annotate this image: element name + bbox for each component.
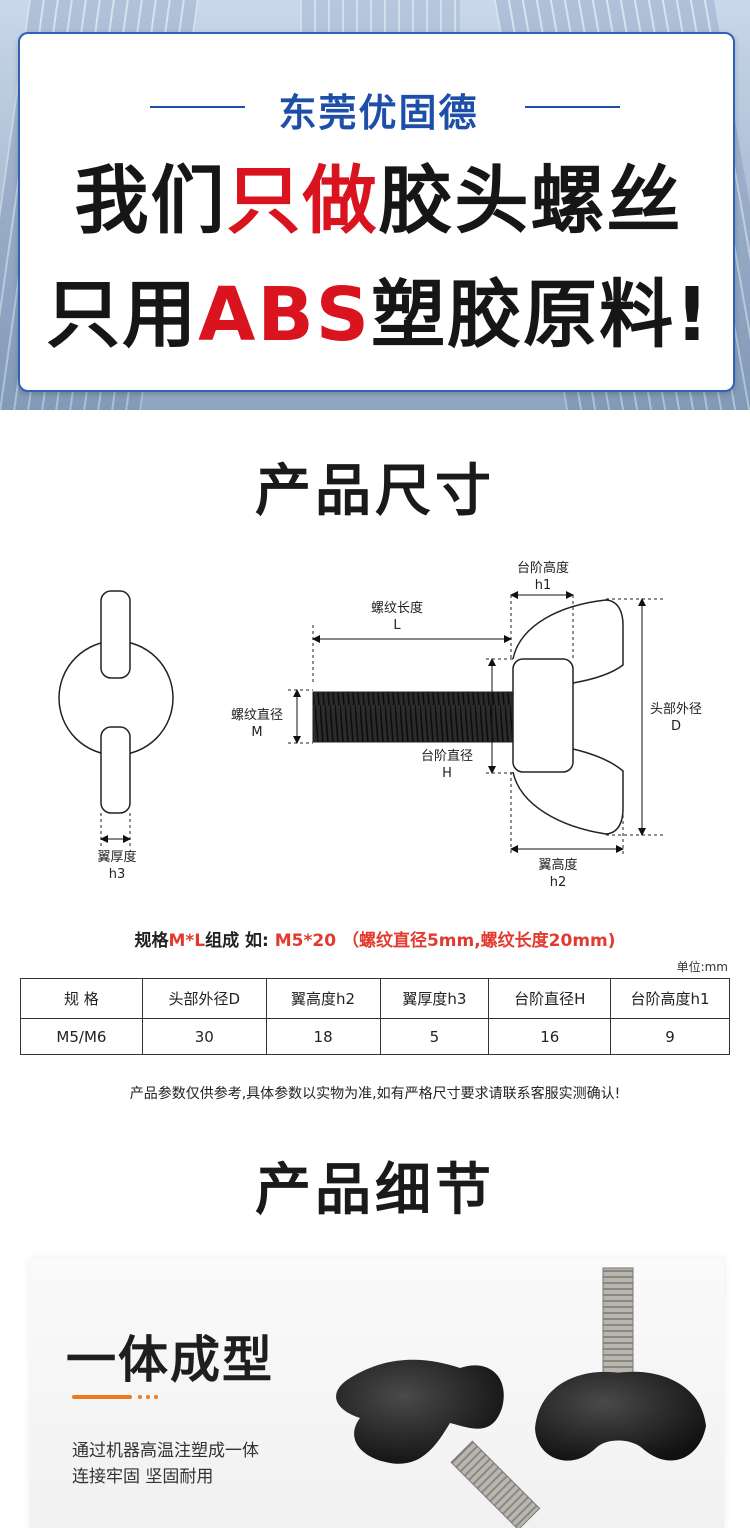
- spec-header-4: 台阶直径H: [488, 978, 612, 1019]
- headline-1-part-c: 胶头螺丝: [378, 158, 683, 244]
- spec-header-0: 规 格: [20, 978, 143, 1019]
- spec-cell-5: 9: [610, 1018, 730, 1055]
- front-view: [58, 590, 174, 847]
- product-photo: [336, 1267, 706, 1528]
- dimension-drawing: [58, 590, 666, 855]
- spec-part-3: 组成 如:: [205, 931, 275, 951]
- detail-section-title: 产品细节: [255, 1158, 495, 1223]
- spec-cell-2: 18: [265, 1018, 381, 1055]
- parameter-note: 产品参数仅供参考,具体参数以实物为准,如有严格尺寸要求请联系客服实测确认!: [129, 1086, 621, 1102]
- headline-2-part-a: 只用: [46, 272, 199, 358]
- brand-name: 东莞优固德: [278, 91, 479, 135]
- spec-cell-4: 16: [488, 1018, 612, 1055]
- label-h2: 翼高度 h2: [525, 857, 591, 891]
- accent-bar: [72, 1395, 132, 1399]
- spec-part-1: 规格: [134, 931, 169, 951]
- label-H-name: 台阶直径: [420, 749, 473, 764]
- label-D-symbol: D: [670, 719, 681, 734]
- hero-banner: 东莞优固德 我们只做胶头螺丝 只用ABS塑胶原料!: [0, 0, 750, 410]
- spec-table: 规 格 头部外径D 翼高度h2 翼厚度h3 台阶直径H 台阶高度h1 M5/M6…: [20, 978, 730, 1055]
- label-h3: 翼厚度 h3: [84, 849, 150, 883]
- label-L: 螺纹长度 L: [362, 600, 432, 634]
- label-h1-name: 台阶高度: [516, 561, 569, 576]
- label-M-symbol: M: [251, 725, 263, 740]
- spec-header-3: 翼厚度h3: [379, 978, 490, 1019]
- headline-1-part-a: 我们: [74, 158, 227, 244]
- accent-dot-2: [146, 1395, 150, 1399]
- unit-label: 单位:mm: [676, 960, 728, 974]
- label-h2-symbol: h2: [549, 875, 567, 890]
- label-h1: 台阶高度 h1: [512, 560, 574, 594]
- brand-divider-left: [150, 106, 245, 108]
- label-M-name: 螺纹直径: [230, 708, 283, 723]
- label-H: 台阶直径 H: [414, 748, 480, 782]
- label-L-symbol: L: [393, 618, 401, 633]
- headline-1-highlight: 只做: [226, 158, 379, 244]
- spec-cell-3: 5: [379, 1018, 490, 1055]
- spec-cell-0: M5/M6: [20, 1018, 143, 1055]
- label-L-name: 螺纹长度: [370, 601, 423, 616]
- detail-desc-line-1: 通过机器高温注塑成一体: [72, 1441, 259, 1461]
- accent-dot-1: [138, 1395, 142, 1399]
- label-D-name: 头部外径: [649, 702, 702, 717]
- brand-row: 东莞优固德: [20, 82, 737, 135]
- headline-line-1: 我们只做胶头螺丝: [20, 156, 737, 246]
- label-h3-symbol: h3: [108, 867, 126, 882]
- detail-card: 一体成型 通过机器高温注塑成一体 连接牢固 坚固耐用: [30, 1258, 724, 1528]
- screw-standing: [535, 1267, 706, 1461]
- dimension-diagram: 台阶高度 h1 螺纹长度 L 头部外径 D 螺纹直径 M 台阶直径 H 翼高度 h2 翼厚度…: [0, 555, 750, 895]
- label-D: 头部外径 D: [643, 701, 709, 735]
- spec-part-2: M*L: [168, 931, 206, 951]
- brand-divider-right: [525, 106, 620, 108]
- table-row: M5/M6 30 18 5 16 9: [20, 1018, 730, 1055]
- label-h3-name: 翼厚度: [97, 850, 137, 865]
- side-view: [288, 591, 666, 855]
- label-M: 螺纹直径 M: [224, 707, 290, 741]
- spec-table-header-row: 规 格 头部外径D 翼高度h2 翼厚度h3 台阶直径H 台阶高度h1: [20, 978, 730, 1019]
- label-h2-name: 翼高度: [538, 858, 578, 873]
- label-H-symbol: H: [442, 766, 452, 781]
- detail-desc-line-2: 连接牢固 坚固耐用: [72, 1467, 214, 1487]
- headline-2-part-c: 塑胶原料!: [371, 272, 711, 358]
- size-section-title: 产品尺寸: [255, 459, 495, 524]
- screw-lying: [336, 1359, 541, 1528]
- accent-dot-3: [154, 1395, 158, 1399]
- spec-format-line: 规格M*L组成 如: M5*20 （螺纹直径5mm,螺纹长度20mm): [0, 926, 750, 951]
- spec-header-5: 台阶高度h1: [610, 978, 730, 1019]
- spec-header-1: 头部外径D: [141, 978, 267, 1019]
- spec-part-4: M5*20 （螺纹直径5mm,螺纹长度20mm): [274, 931, 616, 951]
- headline-line-2: 只用ABS塑胶原料!: [20, 270, 737, 360]
- headline-2-highlight: ABS: [198, 272, 372, 358]
- label-h1-symbol: h1: [534, 578, 552, 593]
- detail-card-title: 一体成型: [66, 1331, 274, 1389]
- spec-cell-1: 30: [141, 1018, 267, 1055]
- banner-card: 东莞优固德 我们只做胶头螺丝 只用ABS塑胶原料!: [18, 32, 735, 392]
- spec-header-2: 翼高度h2: [265, 978, 381, 1019]
